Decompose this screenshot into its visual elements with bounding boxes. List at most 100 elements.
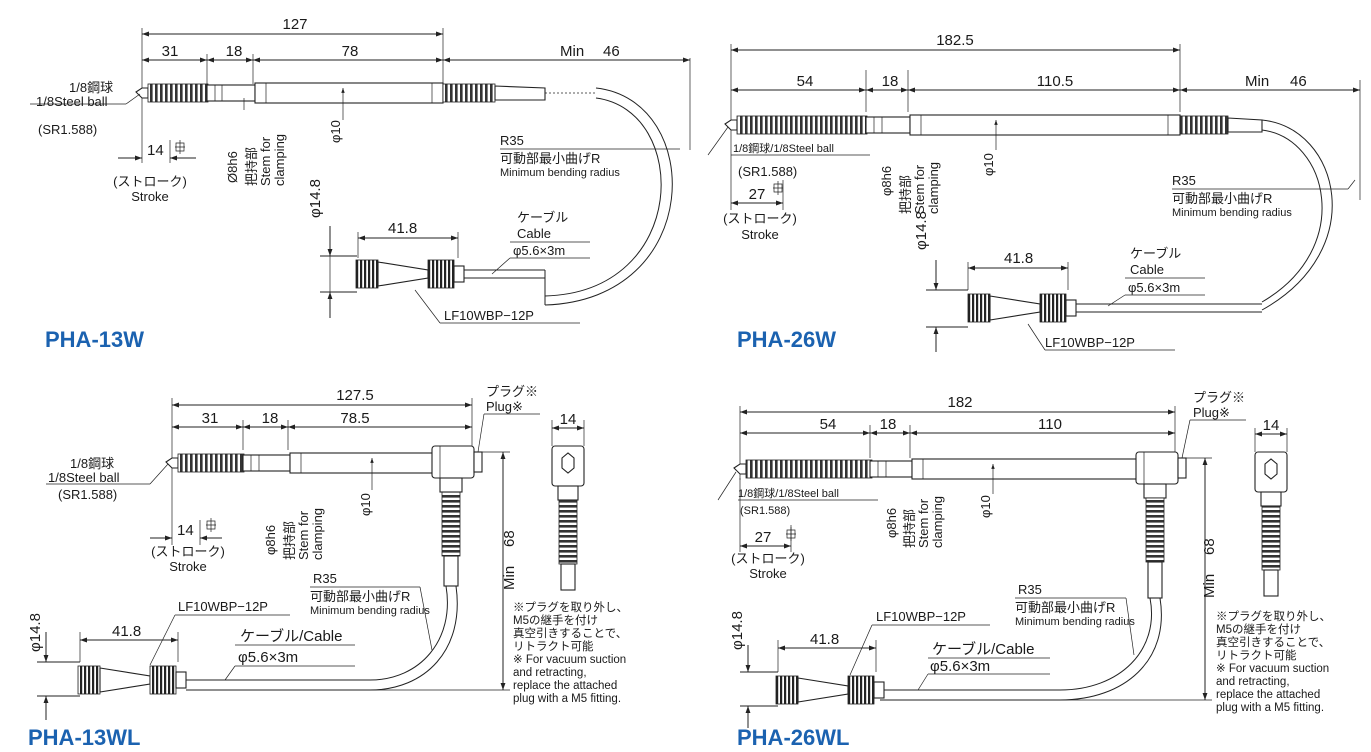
svg-text:真空引きすることで、: 真空引きすることで、 — [513, 626, 627, 640]
label-stroke-ja: (ストローク) — [731, 551, 805, 566]
svg-text:plug with a M5 fitting.: plug with a M5 fitting. — [513, 693, 621, 705]
label-stem-en1: Stem for — [296, 510, 311, 560]
dim-connector-len: 41.8 — [112, 623, 141, 640]
dim-d2: 18 — [880, 416, 897, 433]
dim-d2: 18 — [882, 73, 899, 90]
svg-text:plug with a M5 fitting.: plug with a M5 fitting. — [1216, 702, 1324, 714]
dim-plug-width: 14 — [1263, 417, 1280, 434]
label-stroke-en: Stroke — [741, 227, 779, 242]
label-r35: R35 — [1172, 173, 1196, 188]
dim-d3: 110.5 — [1037, 73, 1073, 90]
label-cable-spec: φ5.6×3m — [1128, 280, 1180, 295]
dim-connector-dia: φ14.8 — [729, 611, 746, 650]
drawing-pha-26w: 182.5 54 18 110.5 Min 46 27 (ストローク) Stro… — [707, 32, 1361, 352]
svg-text:replace the attached: replace the attached — [1216, 689, 1320, 701]
label-steel-ball: 1/8鋼球/1/8Steel ball — [733, 141, 834, 155]
label-cable-spec: φ5.6×3m — [238, 649, 298, 666]
svg-text:※ For vacuum suction: ※ For vacuum suction — [513, 654, 626, 666]
dim-overall: 182 — [947, 394, 972, 411]
label-stem-en2: clamping — [930, 496, 945, 548]
label-steel-ball-en: 1/8Steel ball — [48, 470, 120, 485]
dim-connector-len: 41.8 — [810, 631, 839, 648]
label-cable: ケーブル/Cable — [240, 627, 342, 645]
label-connector: LF10WBP−12P — [444, 308, 534, 323]
label-stem-en2: clamping — [926, 162, 941, 214]
dim-d2: 18 — [226, 43, 243, 60]
label-plug-ja: プラグ※ — [1193, 390, 1245, 405]
dim-overall: 127.5 — [336, 387, 374, 404]
label-body-dia: φ10 — [328, 120, 343, 143]
dim-d1: 54 — [820, 416, 837, 433]
label-stem-ja: 把持部 — [282, 521, 297, 560]
label-cable-ja: ケーブル — [517, 210, 568, 225]
dim-d3: 78 — [342, 43, 359, 60]
label-stroke-en: Stroke — [131, 189, 169, 204]
drawing-pha-13w: 127 31 18 78 Min 46 14 (ストローク) Stroke 1/… — [30, 16, 691, 352]
label-cable: ケーブル/Cable — [932, 640, 1034, 658]
label-bending-en: Minimum bending radius — [1172, 207, 1292, 219]
svg-text:真空引きすることで、: 真空引きすることで、 — [1216, 635, 1330, 649]
label-stem-en1: Stem for — [916, 498, 931, 548]
svg-text:replace the attached: replace the attached — [513, 680, 617, 692]
dim-d1: 31 — [202, 410, 219, 427]
dim-d3: 78.5 — [340, 410, 369, 427]
dim-min-value: 68 — [1201, 538, 1218, 555]
label-cable-en: Cable — [517, 226, 551, 241]
label-stroke-en: Stroke — [169, 559, 207, 574]
label-cable-ja: ケーブル — [1130, 246, 1181, 261]
label-cable-spec: φ5.6×3m — [513, 243, 565, 258]
note-vacuum: ※プラグを取り外し、 M5の継手を付け 真空引きすることで、 リトラクト可能 ※… — [513, 600, 628, 705]
dim-connector-dia: φ14.8 — [307, 179, 324, 218]
label-cable-spec: φ5.6×3m — [930, 658, 990, 675]
dim-min-value: 46 — [603, 43, 620, 60]
label-bending-en: Minimum bending radius — [310, 605, 430, 617]
dim-stroke: 14 — [147, 142, 164, 159]
svg-text:リトラクト可能: リトラクト可能 — [513, 639, 594, 653]
dim-min-value: 68 — [501, 530, 518, 547]
drawing-pha-26wl: 182 54 18 110 Min 68 プラグ※ Plug※ 14 27 (ス… — [717, 390, 1331, 750]
drawing-pha-13wl: 127.5 31 18 78.5 Min 68 プラグ※ Plug※ 14 14… — [27, 384, 628, 750]
label-stem-dia: φ8h6 — [879, 166, 894, 196]
model-title: PHA-13W — [45, 327, 144, 352]
dim-stroke: 14 — [177, 522, 194, 539]
label-stem-en1: Stem for — [912, 164, 927, 214]
label-r35: R35 — [313, 571, 337, 586]
dim-connector-len: 41.8 — [388, 220, 417, 237]
model-title: PHA-13WL — [28, 725, 140, 750]
svg-text:and retracting,: and retracting, — [513, 667, 587, 679]
svg-text:M5の継手を付け: M5の継手を付け — [1216, 622, 1301, 636]
dim-min-label: Min — [501, 566, 518, 590]
svg-text:M5の継手を付け: M5の継手を付け — [513, 613, 598, 627]
label-steel-ball-ja: 1/8鋼球 — [70, 456, 114, 471]
svg-text:※ For vacuum suction: ※ For vacuum suction — [1216, 663, 1329, 675]
label-stem-en2: clamping — [310, 508, 325, 560]
dim-d1: 31 — [162, 43, 179, 60]
label-stem-en2: clamping — [272, 134, 287, 186]
label-body-dia: φ10 — [978, 495, 993, 518]
label-bending-ja: 可動部最小曲げR — [500, 151, 600, 166]
dim-min-value: 46 — [1290, 73, 1307, 90]
label-r35: R35 — [1018, 582, 1042, 597]
label-plug-ja: プラグ※ — [486, 384, 538, 399]
model-title: PHA-26W — [737, 327, 836, 352]
dim-stroke: 27 — [755, 529, 772, 546]
label-r35: R35 — [500, 133, 524, 148]
note-vacuum: ※プラグを取り外し、 M5の継手を付け 真空引きすることで、 リトラクト可能 ※… — [1216, 609, 1331, 714]
label-stroke-ja: (ストローク) — [113, 174, 187, 189]
label-sr: (SR1.588) — [38, 122, 97, 137]
dim-overall: 182.5 — [936, 32, 974, 49]
label-stem-ja: 把持部 — [902, 509, 917, 548]
label-stem-dia: φ8h6 — [263, 525, 278, 555]
label-stroke-en: Stroke — [749, 566, 787, 581]
dim-stroke: 27 — [749, 186, 766, 203]
svg-text:リトラクト可能: リトラクト可能 — [1216, 648, 1297, 662]
dim-d3: 110 — [1038, 416, 1062, 433]
label-body-dia: φ10 — [981, 153, 996, 176]
label-steel-ball: 1/8鋼球/1/8Steel ball — [738, 486, 839, 500]
label-sr: (SR1.588) — [740, 505, 790, 517]
dim-connector-dia: φ14.8 — [913, 211, 930, 250]
label-connector: LF10WBP−12P — [1045, 335, 1135, 350]
label-sr: (SR1.588) — [58, 487, 117, 502]
label-stem-dia: Ø8h6 — [225, 151, 240, 183]
